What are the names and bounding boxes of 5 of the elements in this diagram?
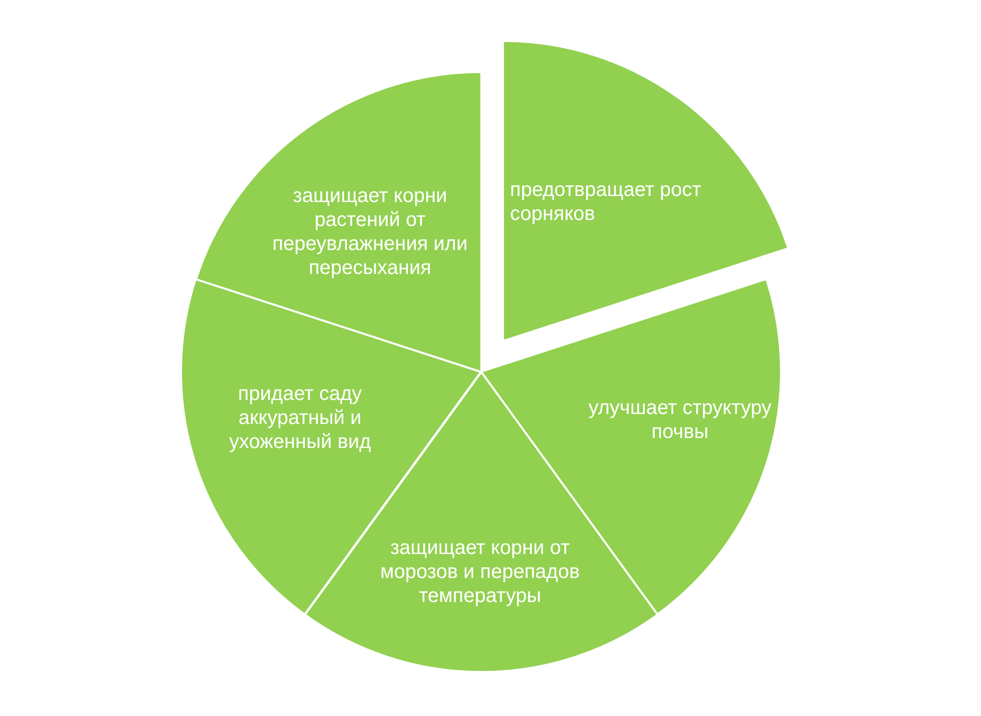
slice-label: защищает корни от морозов и перепадов температуры [379,536,581,608]
slice-label: защищает корни растений от переувлажнения или пересыхания [271,184,469,280]
slice-label: предотвращает рост сорняков [510,178,702,226]
slice-label: придает саду аккуратный и ухоженный вид [228,382,372,454]
slice-label: улучшает структуру почвы [587,396,773,444]
